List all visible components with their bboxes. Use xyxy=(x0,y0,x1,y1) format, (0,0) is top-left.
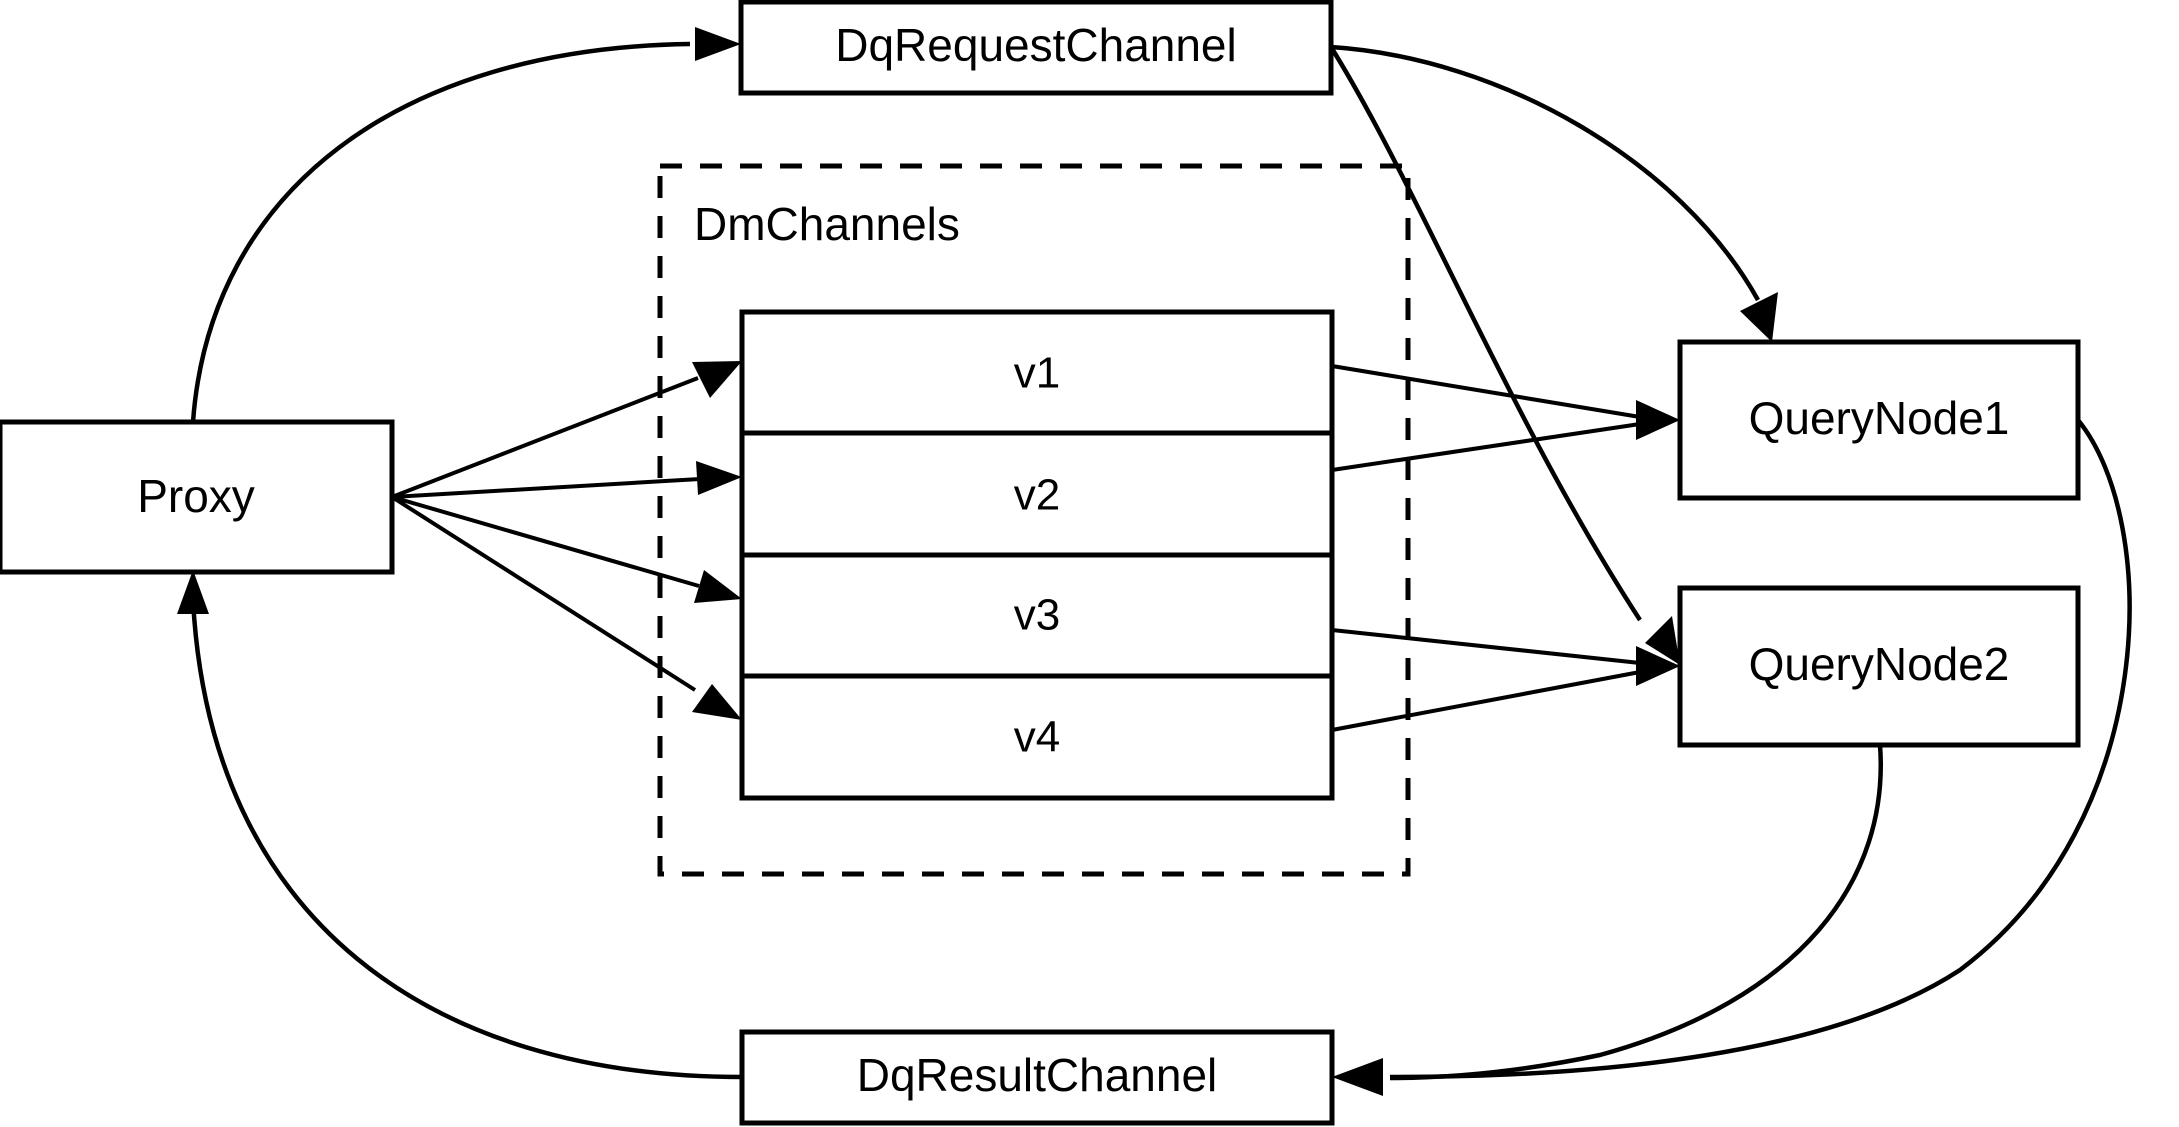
dq-request-channel-label: DqRequestChannel xyxy=(835,19,1237,71)
edge-proxy-to-v3 xyxy=(391,495,700,588)
dm-channel-row-v4[interactable]: v4 xyxy=(1014,713,1060,762)
edge-v1-to-querynode1 xyxy=(1331,364,1641,419)
proxy-box[interactable] xyxy=(0,419,395,575)
dq-request-channel-box[interactable] xyxy=(738,0,1334,96)
arrowhead-to-dqrequestchannel xyxy=(695,27,741,61)
dm-channels-group-label: DmChannels xyxy=(694,198,960,250)
arrowhead-to-dqresultchannel xyxy=(1332,1058,1383,1096)
edge-proxy-to-v2 xyxy=(391,477,701,499)
arrowhead-to-querynode2-from-request xyxy=(1645,616,1680,665)
query-node-2-label: QueryNode2 xyxy=(1749,638,2010,690)
edge-dqrequestchannel-to-querynode1 xyxy=(1330,44,1760,302)
edge-v3-to-querynode2 xyxy=(1331,628,1641,665)
query-node-1-box[interactable] xyxy=(1677,339,2081,501)
edge-proxy-to-v4 xyxy=(390,495,697,692)
dm-channels-group-box xyxy=(657,163,1411,877)
edge-v2-to-querynode1 xyxy=(1331,422,1641,472)
edge-v4-to-querynode2 xyxy=(1331,670,1641,732)
edge-querynode1-to-dqresultchannel xyxy=(1389,418,2132,1080)
arrowhead-to-v1 xyxy=(692,361,742,398)
arrowhead-to-querynode1-from-request xyxy=(1740,292,1778,342)
dm-channel-row-v3[interactable]: v3 xyxy=(1014,591,1060,640)
edge-dqresultchannel-to-proxy xyxy=(190,599,743,1080)
dq-result-channel-label: DqResultChannel xyxy=(857,1049,1218,1101)
proxy-label: Proxy xyxy=(137,470,255,522)
arrowhead-to-v2 xyxy=(696,461,742,495)
dm-channel-row-v1[interactable]: v1 xyxy=(1014,349,1060,398)
edge-querynode2-to-dqresultchannel xyxy=(1389,744,1883,1081)
query-node-1-label: QueryNode1 xyxy=(1749,392,2010,444)
dq-result-channel-box[interactable] xyxy=(739,1029,1335,1126)
arrowhead-to-querynode2 xyxy=(1636,646,1680,686)
query-node-2-box[interactable] xyxy=(1677,585,2081,748)
arrowhead-to-proxy xyxy=(177,570,209,614)
edge-dqrequestchannel-to-querynode2 xyxy=(1329,45,1642,622)
dm-channel-row-v2[interactable]: v2 xyxy=(1014,471,1060,520)
edge-proxy-to-v1 xyxy=(391,376,699,499)
arrowhead-to-querynode1 xyxy=(1636,400,1680,440)
arrowhead-to-v4 xyxy=(692,684,742,720)
arrowhead-to-v3 xyxy=(694,570,742,603)
edge-proxy-to-dqrequestchannel xyxy=(190,41,691,423)
